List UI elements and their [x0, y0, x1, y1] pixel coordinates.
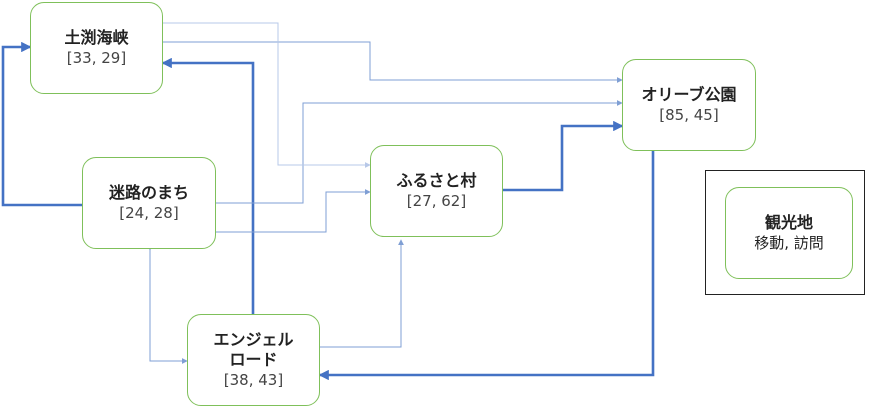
- edge-dobuchi-furusato: [157, 20, 371, 168]
- node-name: 迷路のまち: [108, 183, 189, 202]
- edge-meiro-furusato: [210, 189, 371, 235]
- node-value: [33, 29]: [66, 49, 127, 67]
- node-meiro-town: 迷路のまち [24, 28]: [82, 157, 216, 249]
- edge-meiro-dobuchi: [1, 41, 91, 211]
- edge-meiro-angel: [147, 244, 188, 364]
- edge-angel-furusato: [314, 239, 404, 350]
- edge-furusato-olive: [494, 120, 624, 196]
- node-value: [24, 28]: [119, 204, 179, 222]
- node-olive-park: オリーブ公園 [85, 45]: [622, 59, 756, 151]
- node-name: オリーブ公園: [641, 85, 737, 104]
- node-value: [27, 62]: [406, 192, 467, 210]
- edge-olive-angel: [318, 141, 659, 381]
- legend-subtitle: 移動, 訪問: [754, 234, 824, 252]
- node-name: ふるさと村: [396, 171, 477, 190]
- node-angel-road: エンジェル ロード [38, 43]: [187, 314, 320, 406]
- node-name: エンジェル ロード: [213, 330, 294, 369]
- node-furusato-village: ふるさと村 [27, 62]: [370, 145, 503, 237]
- legend-title: 観光地: [764, 213, 813, 232]
- node-value: [38, 43]: [223, 371, 284, 389]
- edge-dobuchi-olive: [157, 39, 623, 83]
- node-dobuchi-strait: 土渕海峡 [33, 29]: [30, 2, 163, 94]
- node-name: 土渕海峡: [64, 28, 129, 47]
- node-value: [85, 45]: [659, 106, 719, 124]
- legend-node: 観光地 移動, 訪問: [725, 187, 853, 279]
